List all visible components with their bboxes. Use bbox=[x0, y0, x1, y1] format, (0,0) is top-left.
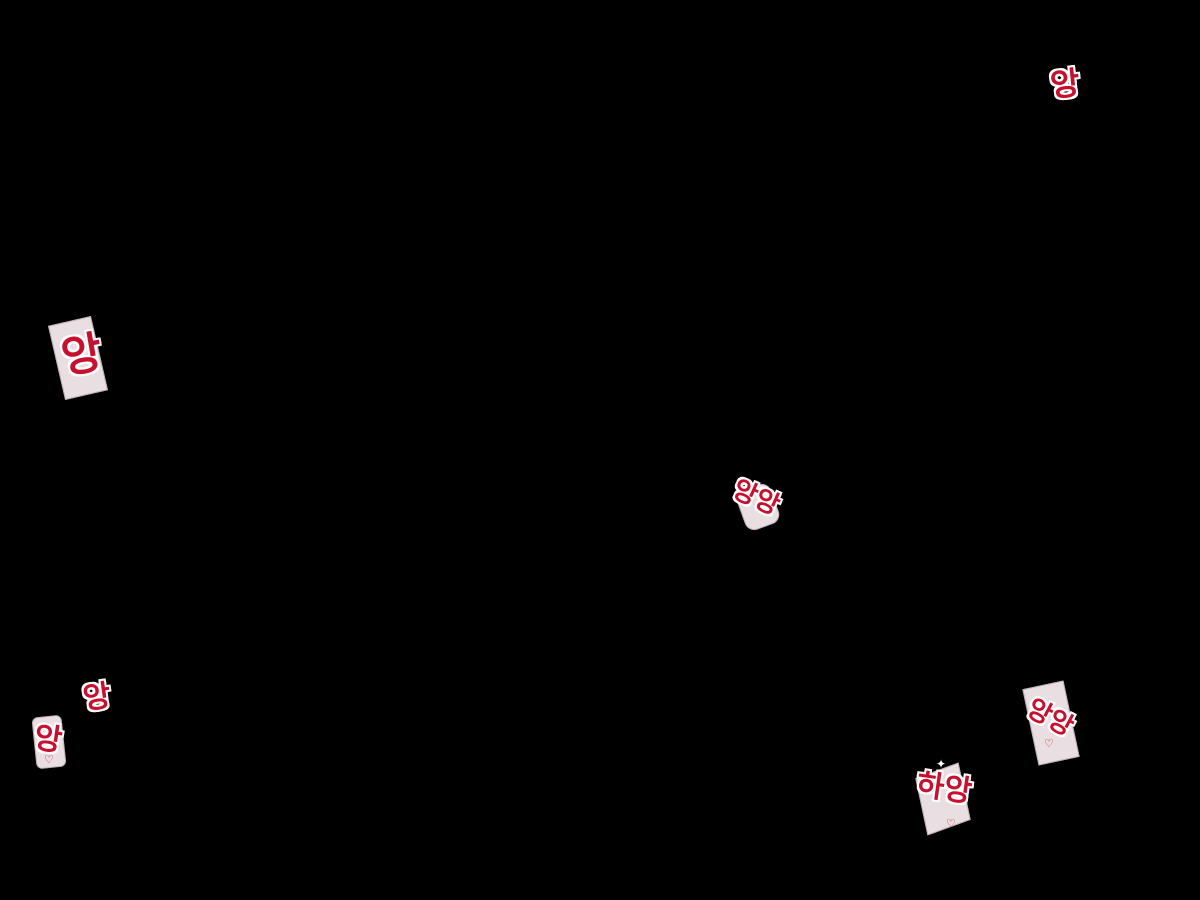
sfx-text: 앙앙 bbox=[1021, 693, 1079, 743]
sparkle-icon: ✦ bbox=[936, 757, 947, 771]
sfx-text: 앙 bbox=[57, 326, 107, 385]
heart-icon: ♡ bbox=[1044, 737, 1054, 750]
sfx-bottom-left-upper: 앙 bbox=[71, 673, 123, 723]
sfx-top-right: 앙 bbox=[1040, 60, 1090, 109]
sfx-text: 앙앙 bbox=[728, 474, 784, 522]
sfx-left-middle: 앙 bbox=[50, 324, 115, 389]
sfx-text: 앙 bbox=[80, 678, 114, 717]
sfx-text: 앙 bbox=[31, 720, 65, 759]
sfx-text: 앙 bbox=[1048, 63, 1082, 105]
sfx-text: 하앙 bbox=[914, 767, 974, 810]
heart-icon: ♡ bbox=[946, 817, 956, 830]
heart-icon: ♡ bbox=[44, 753, 54, 766]
sfx-center-right: 앙앙 bbox=[714, 456, 798, 540]
